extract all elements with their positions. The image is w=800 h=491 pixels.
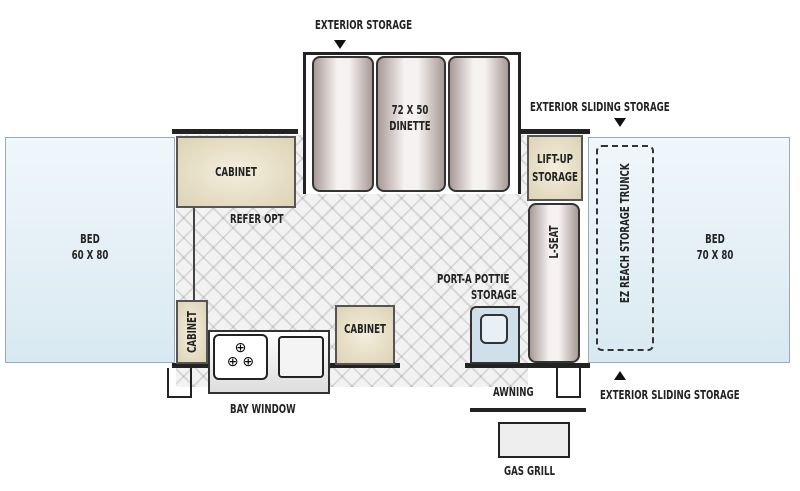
cabinet-left-label: CABINET [185, 311, 199, 353]
gas-grill-label: GAS GRILL [504, 464, 555, 478]
lift-up-storage [527, 135, 583, 201]
wall-bottom-left [172, 363, 212, 368]
bed-left-label: BED [80, 232, 100, 246]
wall-top-left [172, 129, 298, 134]
awning-label: AWNING [493, 385, 534, 399]
exterior-sliding-bottom-label: EXTERIOR SLIDING STORAGE [600, 388, 740, 402]
exterior-sliding-top-label: EXTERIOR SLIDING STORAGE [530, 100, 670, 114]
port-a-pottie-label: PORT-A POTTIE [437, 272, 510, 286]
bed-left [5, 137, 175, 363]
dinette-size: 72 X 50 [391, 103, 429, 117]
refer-line [193, 208, 195, 300]
bed-left-size: 60 X 80 [71, 248, 109, 262]
bay-window-label: BAY WINDOW [230, 402, 296, 416]
stove-icon: ⊕⊕ ⊕ [213, 334, 268, 380]
cabinet-top-label: CABINET [215, 165, 257, 179]
bed-right-size: 70 X 80 [696, 248, 734, 262]
cabinet-mid-label: CABINET [344, 322, 386, 336]
bed-right [588, 137, 790, 363]
storage-trunk [596, 145, 654, 351]
wall-top-right [520, 129, 590, 134]
wall-bottom-mid [330, 363, 400, 368]
cabinet-top [176, 136, 296, 208]
cabinet-mid [335, 305, 395, 365]
arrow-down-icon [614, 118, 626, 127]
pottie-storage-label: STORAGE [471, 288, 517, 302]
dinette-bench-right [448, 56, 510, 192]
l-seat [528, 203, 580, 363]
awning-bar [470, 408, 586, 412]
dinette-table [376, 56, 446, 192]
exterior-storage-label: EXTERIOR STORAGE [315, 18, 412, 32]
sink-icon [278, 336, 324, 378]
refer-opt-label: REFER OPT [230, 212, 284, 226]
lift-up-label: LIFT-UP [536, 152, 574, 166]
arrow-up-icon [614, 371, 626, 380]
toilet-icon [480, 314, 508, 344]
lift-up-storage-label: STORAGE [532, 170, 578, 184]
trunk-label: EZ REACH STORAGE TRUNCK [618, 163, 632, 303]
dinette-label: DINETTE [389, 119, 431, 133]
cabinet-left [176, 300, 208, 364]
wall-bottom-right [465, 363, 590, 368]
l-seat-label: L-SEAT [547, 225, 561, 259]
stabilizer-left [167, 368, 192, 398]
dinette-bench-left [312, 56, 374, 192]
bed-right-label: BED [705, 232, 725, 246]
arrow-down-icon [334, 40, 346, 49]
stabilizer-right [556, 368, 581, 398]
gas-grill [498, 422, 570, 458]
